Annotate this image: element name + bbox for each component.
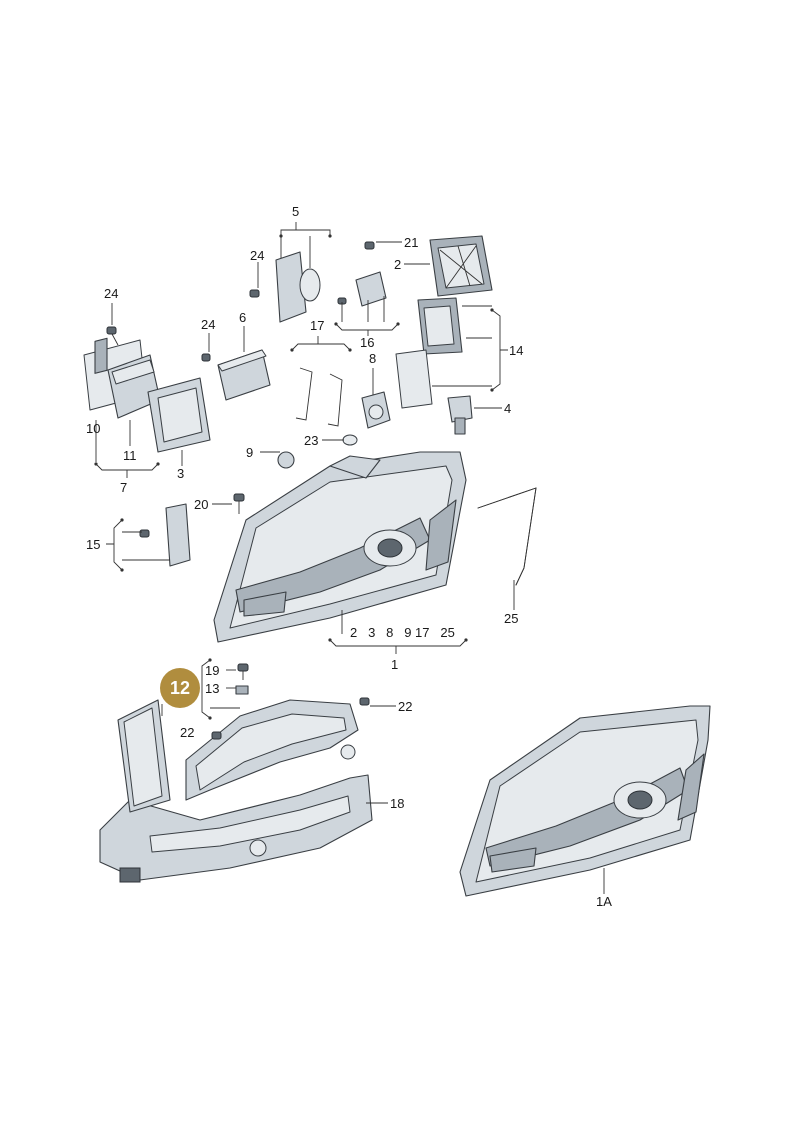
callout-25: 25: [504, 611, 518, 626]
callout-20: 20: [194, 497, 208, 512]
callout-24-left: 24: [104, 286, 118, 301]
callout-11: 11: [123, 448, 137, 463]
callout-7: 7: [120, 480, 127, 495]
callout-16: 16: [360, 335, 374, 350]
callout-13: 13: [205, 681, 219, 696]
callout-6: 6: [239, 310, 246, 325]
callout-labels: 5 24 21 2 24 24 6 17 16 14 8 4 10 11 3 7…: [86, 204, 612, 909]
callout-22-left: 22: [180, 725, 194, 740]
callout-22-right: 22: [398, 699, 412, 714]
callout-9: 9: [246, 445, 253, 460]
small-parts: [233, 434, 358, 514]
highlight-badge-label: 12: [170, 678, 190, 698]
callout-18: 18: [390, 796, 404, 811]
bracket-dots: [94, 234, 494, 720]
callout-19: 19: [205, 663, 219, 678]
callout-23: 23: [304, 433, 318, 448]
callout-4: 4: [504, 401, 511, 416]
callout-group-1-items: 2 3 8 9 17 25: [350, 625, 455, 640]
highlight-badge-circle: [160, 668, 200, 708]
clips-17: [295, 367, 343, 427]
module-6: [201, 349, 271, 401]
control-unit-group: [83, 326, 211, 453]
bracket-15: [139, 503, 191, 567]
callout-24-mid: 24: [201, 317, 215, 332]
bulb-8: [361, 391, 391, 429]
callout-14: 14: [509, 343, 523, 358]
callout-24-bracket: 24: [250, 248, 264, 263]
bracket-5: [249, 251, 321, 323]
callout-17: 17: [310, 318, 324, 333]
bulb-4: [447, 395, 473, 435]
bracket-16: [337, 241, 387, 307]
headlamp-1a: [459, 705, 711, 897]
carrier-18: [99, 699, 373, 883]
callout-2-cover: 2: [394, 257, 401, 272]
leader-lines: [95, 222, 605, 894]
callout-8: 8: [369, 351, 376, 366]
callout-3: 3: [177, 466, 184, 481]
highlight-badge-12[interactable]: 12: [160, 668, 200, 708]
seal-25: [477, 487, 537, 586]
callout-5: 5: [292, 204, 299, 219]
bracket-12: [185, 663, 370, 801]
headlamp-1: [213, 451, 467, 643]
callout-15: 15: [86, 537, 100, 552]
cover-14: [395, 297, 463, 409]
callout-1: 1: [391, 657, 398, 672]
cover-2: [429, 235, 493, 297]
callout-10: 10: [86, 421, 100, 436]
callout-1a: 1A: [596, 894, 612, 909]
callout-21: 21: [404, 235, 418, 250]
